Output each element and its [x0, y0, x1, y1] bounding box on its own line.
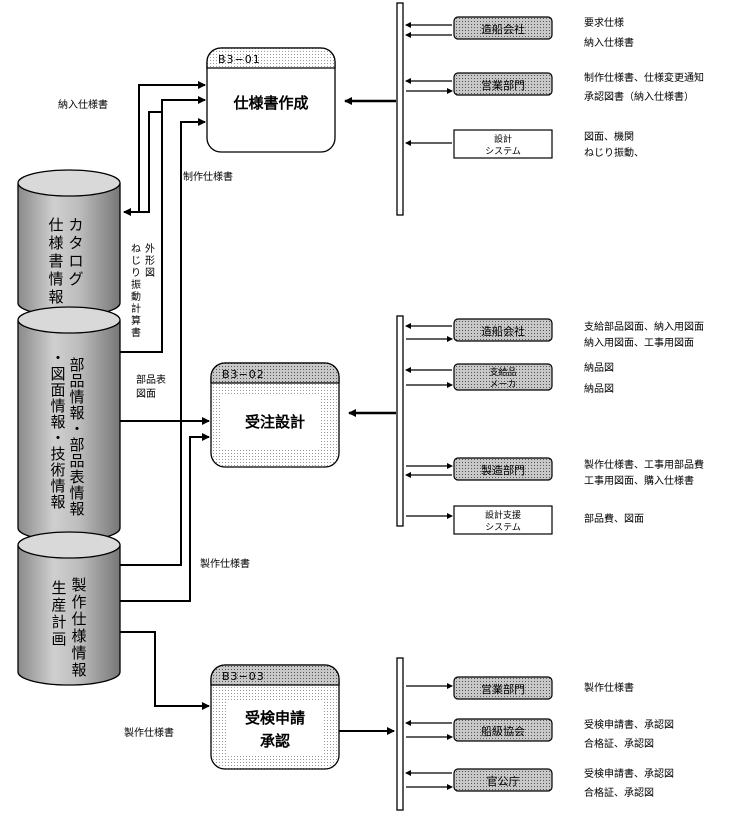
process-box-b3-03: B3−03 受検申請 承認: [210, 664, 340, 770]
process-box-b3-02: B3−02 受注設計: [210, 362, 340, 468]
group1-notes: 要求仕様 納入仕様書 制作仕様書、仕様変更通知 承認図書（納入仕様書） 図面、機…: [584, 16, 704, 159]
process-name: 受注設計: [245, 413, 305, 431]
entity-shikyuhin-maker: 支給品 メーカ: [453, 363, 553, 391]
svg-text:承認図書（納入仕様書）: 承認図書（納入仕様書）: [584, 90, 694, 103]
svg-text:官公庁: 官公庁: [487, 774, 520, 788]
svg-text:システム: システム: [485, 522, 521, 533]
svg-text:支給部品図面、納入用図面: 支給部品図面、納入用図面: [584, 320, 704, 333]
catalog-database: [17, 169, 121, 317]
svg-text:製作仕様書: 製作仕様書: [584, 681, 634, 694]
svg-text:合格証、承認図: 合格証、承認図: [584, 786, 654, 799]
entity-eigyo-1: 営業部門: [453, 72, 553, 96]
svg-text:制作仕様書、仕様変更通知: 制作仕様書、仕様変更通知: [584, 71, 704, 84]
entity-kankocho: 官公庁: [453, 768, 553, 792]
svg-text:受検申請書、承認図: 受検申請書、承認図: [584, 767, 674, 780]
process-code: B3−02: [222, 368, 265, 381]
entity-zosen-1: 造船会社: [453, 16, 553, 40]
production-database: [17, 531, 121, 686]
catalog-db-label-line2: 仕様書情報: [48, 216, 63, 306]
entity-sekkei-system: 設計 システム: [453, 129, 553, 159]
flow-label-seisaku-bottom: 製作仕様書: [124, 726, 174, 739]
svg-text:営業部門: 営業部門: [481, 682, 525, 696]
process-code: B3−03: [222, 670, 265, 683]
parts-database: [17, 306, 121, 542]
svg-text:システム: システム: [485, 146, 521, 157]
flow-label-seisaku-top: 制作仕様書: [183, 170, 233, 183]
svg-text:納入用図面、工事用図面: 納入用図面、工事用図面: [584, 336, 694, 349]
svg-text:受検申請書、承認図: 受検申請書、承認図: [584, 718, 674, 731]
group1-arrows: [405, 22, 453, 146]
process-name: 受検申請: [245, 709, 305, 727]
svg-text:部品費、図面: 部品費、図面: [584, 512, 644, 525]
process-box-b3-01: B3−01 仕様書作成: [206, 47, 336, 153]
entity-eigyo-3: 営業部門: [453, 676, 553, 700]
svg-text:設計支援: 設計支援: [485, 509, 521, 521]
catalog-db-label-line1: カタログ: [68, 216, 83, 288]
svg-text:合格証、承認図: 合格証、承認図: [584, 737, 654, 750]
svg-text:納入仕様書: 納入仕様書: [584, 36, 634, 49]
svg-text:納品図: 納品図: [584, 382, 614, 395]
production-db-label-line1: 製作仕様情報: [71, 576, 86, 679]
svg-text:製作仕様書、工事用部品費: 製作仕様書、工事用部品費: [584, 458, 704, 471]
left-connectors: [120, 81, 210, 710]
svg-text:メーカ: メーカ: [489, 379, 516, 390]
group3-notes: 製作仕様書 受検申請書、承認図 合格証、承認図 受検申請書、承認図 合格証、承認…: [584, 681, 674, 799]
production-db-label-line2: 生産計画: [51, 579, 66, 648]
svg-text:設計: 設計: [494, 133, 512, 145]
svg-text:図面、機関: 図面、機関: [584, 130, 634, 143]
entity-senkyu: 船級協会: [453, 718, 553, 742]
flow-label-gaikei-col2: ねじり振動計算書: [131, 243, 141, 339]
flow-label-seisaku-mid: 製作仕様書: [200, 557, 250, 570]
entity-zosen-2: 造船会社: [453, 318, 553, 342]
flow-label-buhinhyo: 部品表: [136, 373, 166, 386]
process-code: B3−01: [218, 53, 261, 66]
group3-arrows: [405, 683, 453, 790]
svg-text:要求仕様: 要求仕様: [584, 16, 624, 29]
svg-text:造船会社: 造船会社: [481, 22, 525, 36]
parts-db-label-line1: 部品情報・部品表情報: [69, 356, 84, 518]
right-buses: [339, 2, 404, 811]
process-name-line2: 承認: [260, 732, 290, 750]
entity-sekkei-shien-system: 設計支援 システム: [453, 505, 553, 535]
group2-notes: 支給部品図面、納入用図面 納入用図面、工事用図面 納品図 納品図 製作仕様書、工…: [584, 320, 704, 525]
flow-label-nounyu: 納入仕様書: [58, 98, 108, 111]
flow-label-zumen: 図面: [136, 388, 156, 400]
svg-text:船級協会: 船級協会: [481, 724, 525, 738]
svg-text:工事用図面、購入仕様書: 工事用図面、購入仕様書: [584, 474, 694, 487]
parts-db-label-line2: ・図面情報・技術情報: [50, 349, 65, 511]
svg-text:ねじり振動、: ねじり振動、: [584, 146, 644, 159]
svg-text:支給品: 支給品: [489, 366, 516, 378]
flow-label-gaikei-col1: 外形図: [145, 243, 155, 279]
svg-text:造船会社: 造船会社: [481, 324, 525, 338]
group2-arrows: [405, 323, 453, 519]
svg-text:営業部門: 営業部門: [481, 78, 525, 92]
entity-seizo: 製造部門: [453, 457, 553, 481]
svg-text:製造部門: 製造部門: [481, 463, 525, 477]
svg-text:納品図: 納品図: [584, 361, 614, 374]
process-name: 仕様書作成: [232, 94, 308, 112]
